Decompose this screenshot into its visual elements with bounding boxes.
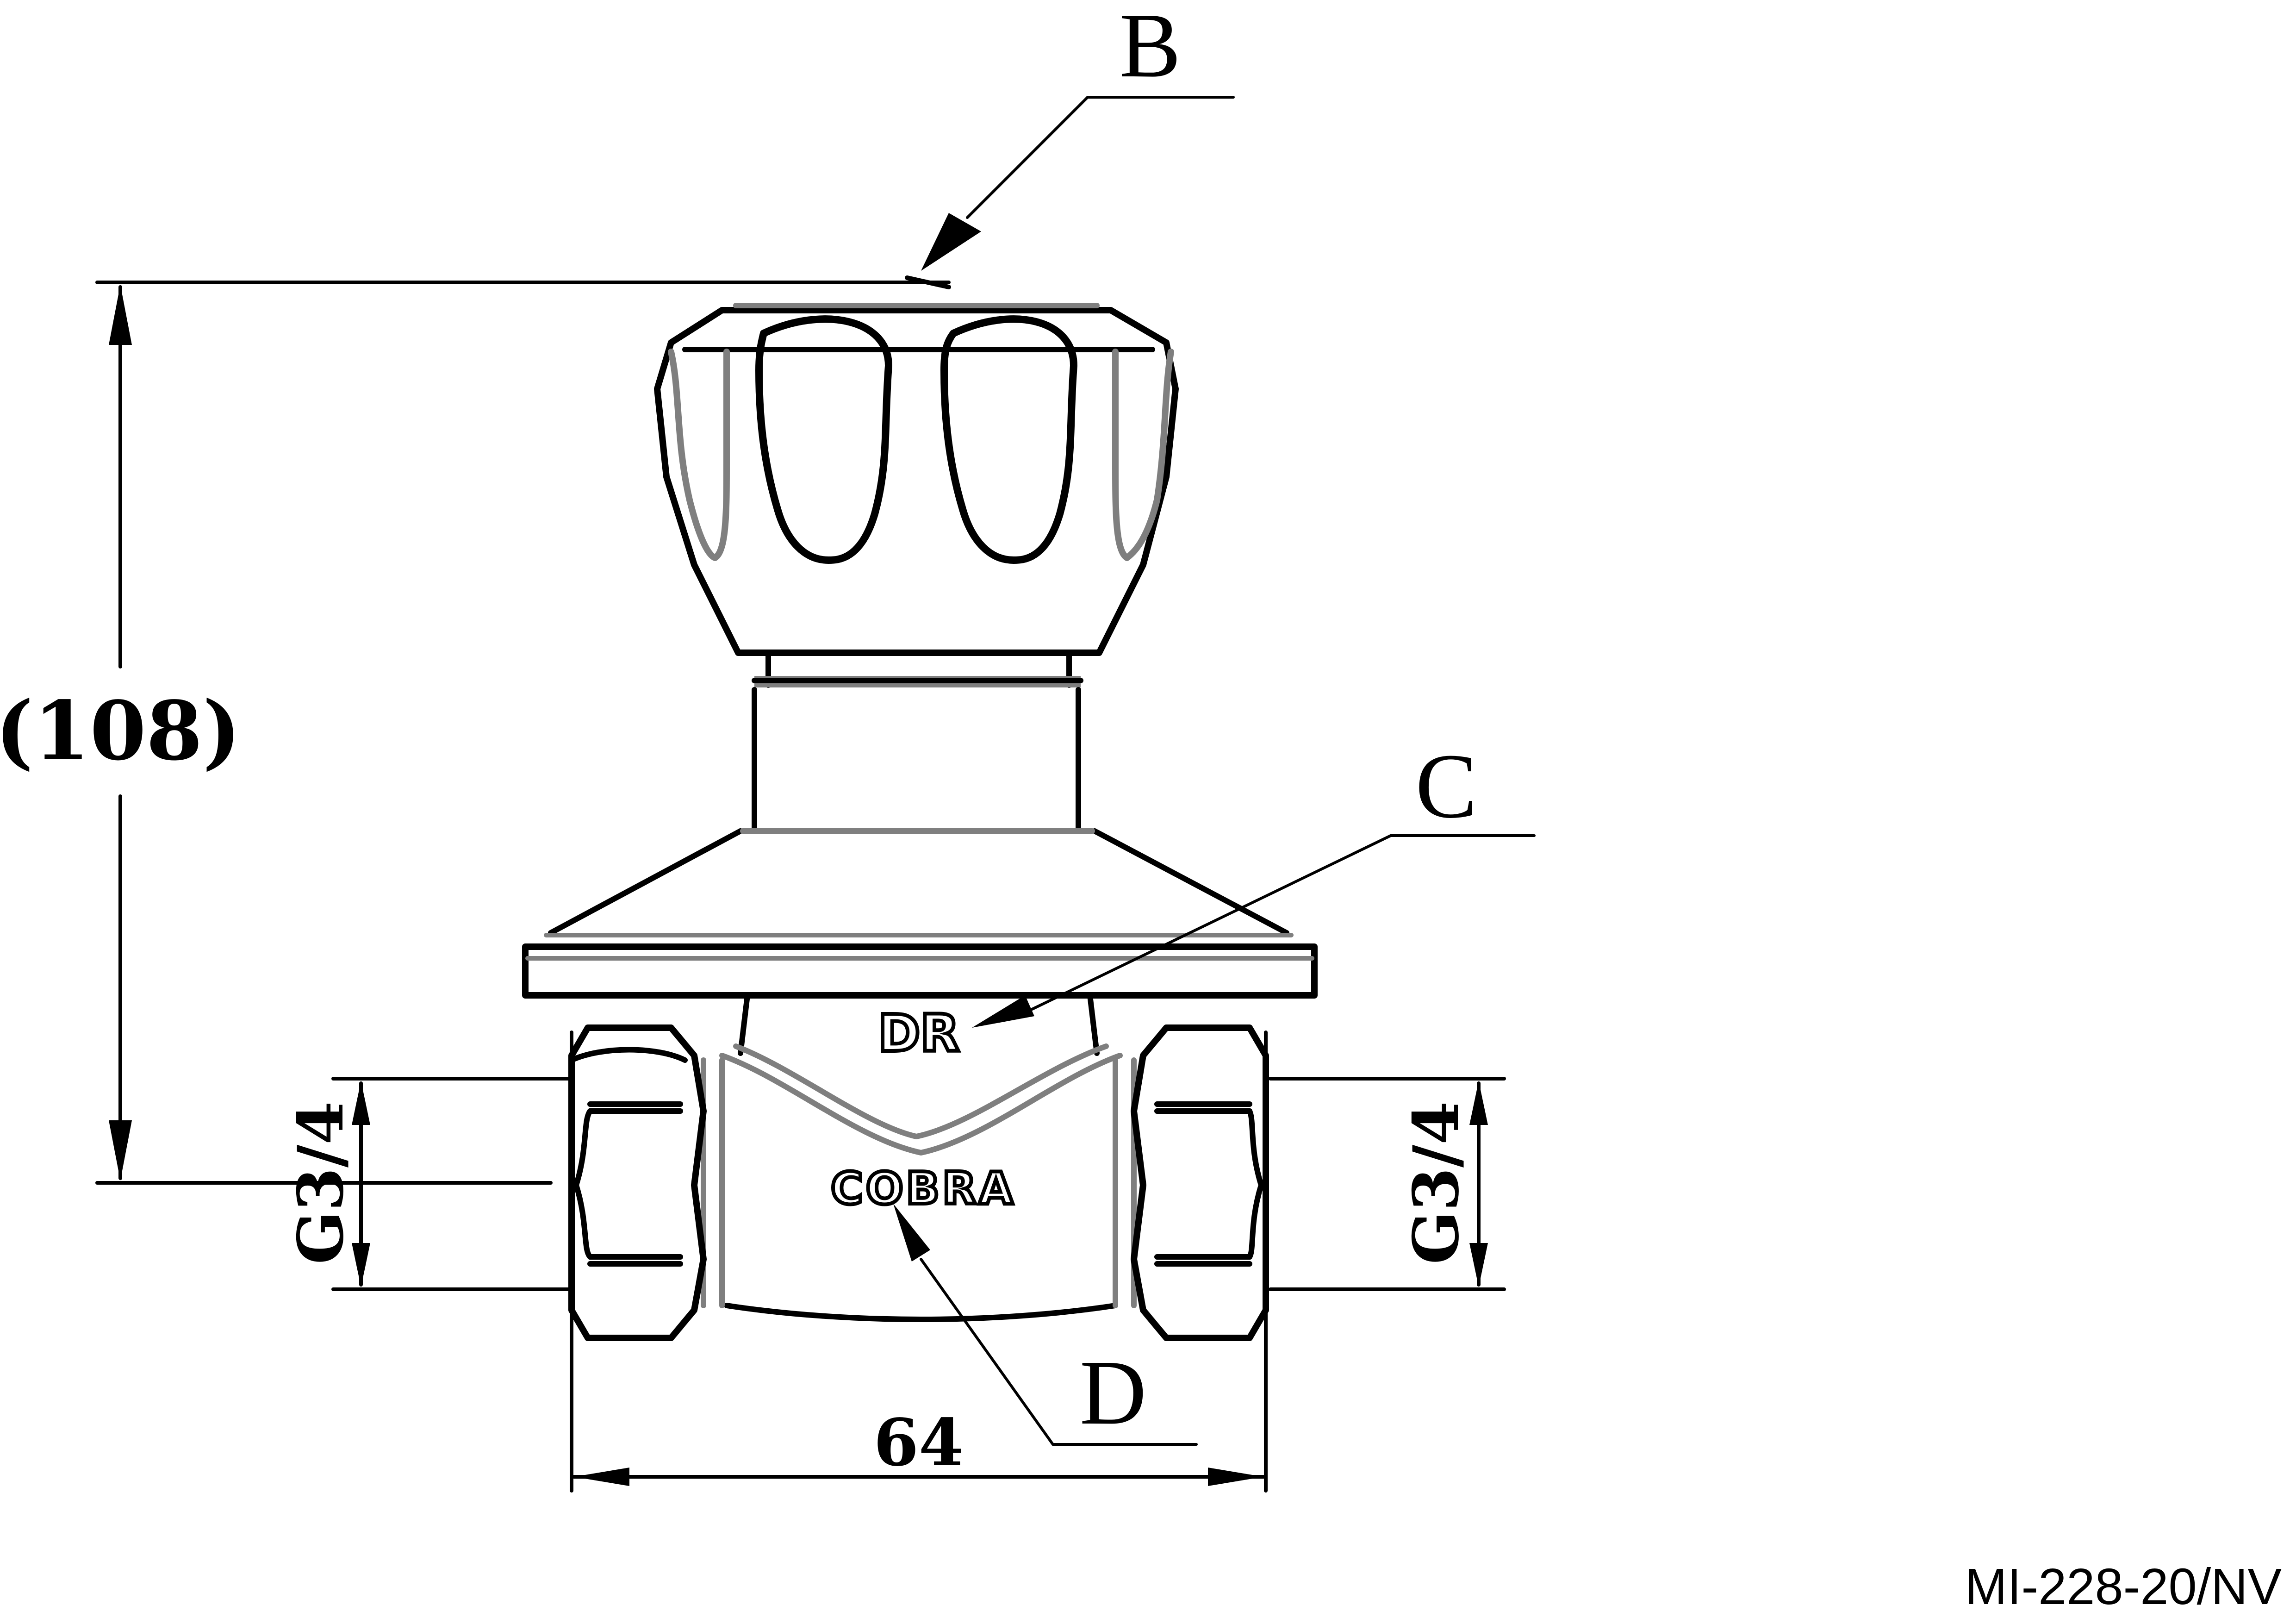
callout-d-arrow [893, 1204, 930, 1262]
callout-b: B [921, 0, 1235, 271]
right-thread-dimension: G3/4 [1269, 1077, 1506, 1291]
body-marking-cobra: COBRA [831, 1163, 1016, 1214]
callout-b-label: B [1119, 0, 1181, 97]
callout-c-label: C [1415, 735, 1477, 837]
height-arrow-top [109, 285, 132, 345]
callout-c-arrow [972, 995, 1034, 1028]
callout-c: C [972, 735, 1536, 1028]
drawing-number: MI-228-20/NV [1965, 1558, 2282, 1615]
height-dimension: (108) [0, 281, 951, 1185]
width-arrow-right [1208, 1468, 1263, 1486]
width-dimension: 64 [570, 1031, 1268, 1493]
left-thread-dimension: G3/4 [284, 1077, 571, 1291]
callout-d-label: D [1080, 1342, 1146, 1444]
width-arrow-left [574, 1468, 629, 1486]
callout-d: D [893, 1204, 1198, 1446]
callout-b-arrow [921, 213, 981, 271]
left-thread-label: G3/4 [284, 1101, 357, 1264]
bonnet [522, 828, 1318, 999]
height-dimension-label: (108) [0, 684, 241, 779]
height-arrow-bottom [109, 1120, 132, 1181]
body-marking-dr: DR [878, 1004, 959, 1063]
right-hex-nut [1131, 1024, 1269, 1341]
left-hex-nut [568, 1024, 707, 1341]
handwheel [654, 275, 1179, 656]
valve-stem [752, 650, 1083, 831]
right-thread-label: G3/4 [1399, 1101, 1473, 1264]
width-dimension-label: 64 [874, 1405, 964, 1481]
